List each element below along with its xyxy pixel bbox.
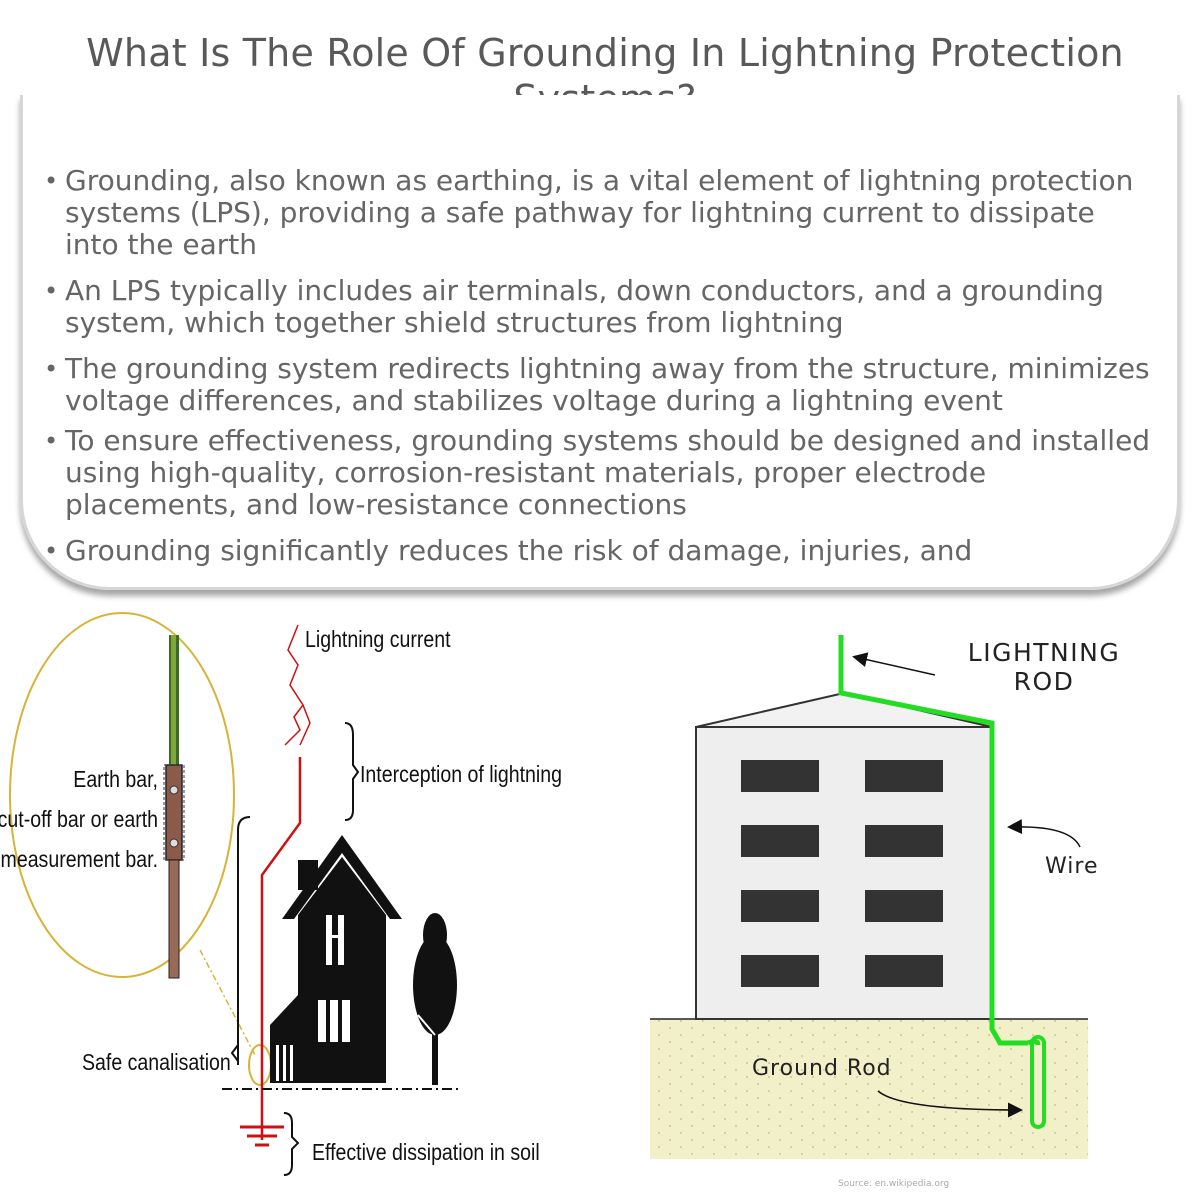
earth-bar-label-3: measurement bar. — [1, 847, 158, 873]
canalisation-circle — [248, 1044, 272, 1086]
bullet-item: Grounding, also known as earthing, is a … — [44, 165, 1154, 261]
ground-rod-label: Ground Rod — [752, 1056, 892, 1081]
building-roof — [695, 691, 993, 728]
magnifier-circle — [9, 612, 235, 978]
wire-label: Wire — [1045, 854, 1098, 879]
earth-rod — [168, 859, 180, 979]
dissipation-label: Effective dissipation in soil — [312, 1140, 540, 1166]
ground-rod — [1030, 1035, 1046, 1129]
bullet-item: To ensure effectiveness, grounding syste… — [44, 425, 1154, 521]
down-conductor — [260, 757, 302, 1140]
earth-bar-label-1: Earth bar, — [73, 767, 158, 793]
left-figure: Earth bar, cut-off bar or earth measurem… — [0, 612, 562, 1176]
bullet-item: Grounding significantly reduces the risk… — [44, 535, 1154, 568]
lightning-rod-label-2: ROD — [1014, 667, 1075, 696]
tree-icon — [413, 913, 457, 1085]
window-grid — [741, 760, 943, 987]
right-figure: LIGHTNING ROD Wire Ground Rod Source: en… — [650, 635, 1120, 1189]
lightning-bolt — [284, 624, 311, 746]
lightning-rod-label-1: LIGHTNING — [968, 638, 1120, 667]
building — [695, 726, 993, 1020]
lightning-current-label: Lightning current — [305, 627, 451, 653]
bullet-list: Grounding, also known as earthing, is a … — [44, 165, 1154, 581]
interception-label: Interception of lightning — [360, 762, 562, 788]
text-card: Grounding, also known as earthing, is a … — [20, 95, 1180, 590]
lightning-rod-wire — [838, 635, 1028, 1046]
house-icon — [270, 835, 402, 1083]
safe-canalisation-label: Safe canalisation — [82, 1050, 231, 1076]
bullet-item: An LPS typically includes air terminals,… — [44, 275, 1154, 339]
bullet-item: The grounding system redirects lightning… — [44, 353, 1154, 417]
earth-bar-label-2: cut-off bar or earth — [0, 807, 158, 833]
source-label: Source: en.wikipedia.org — [838, 1179, 949, 1189]
